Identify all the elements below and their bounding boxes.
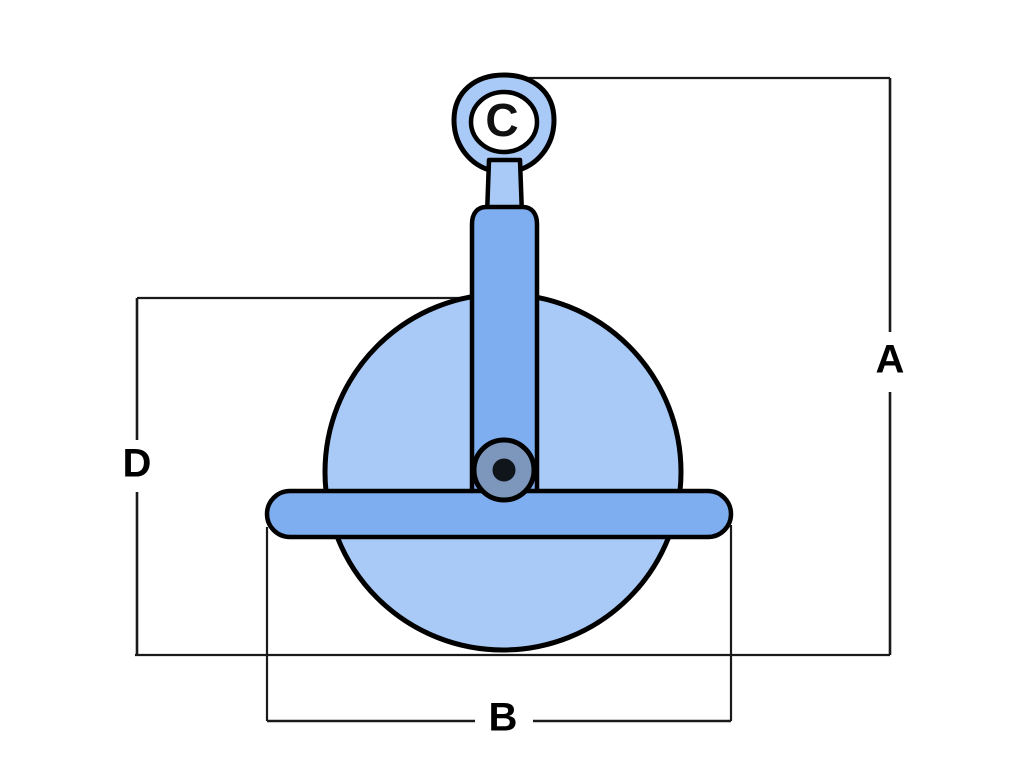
pivot-hub-center xyxy=(492,458,516,482)
dimension-label-c: C xyxy=(485,94,518,146)
dimension-lines xyxy=(135,78,892,723)
dimension-labels: A B D C xyxy=(123,94,905,739)
part-geometry xyxy=(264,72,734,653)
dimension-label-b: B xyxy=(489,696,518,740)
dimension-extension-lines xyxy=(135,76,890,721)
dimension-label-a: A xyxy=(876,338,905,382)
eyelet-ring-bore xyxy=(468,89,540,155)
dimension-label-d: D xyxy=(123,442,152,486)
